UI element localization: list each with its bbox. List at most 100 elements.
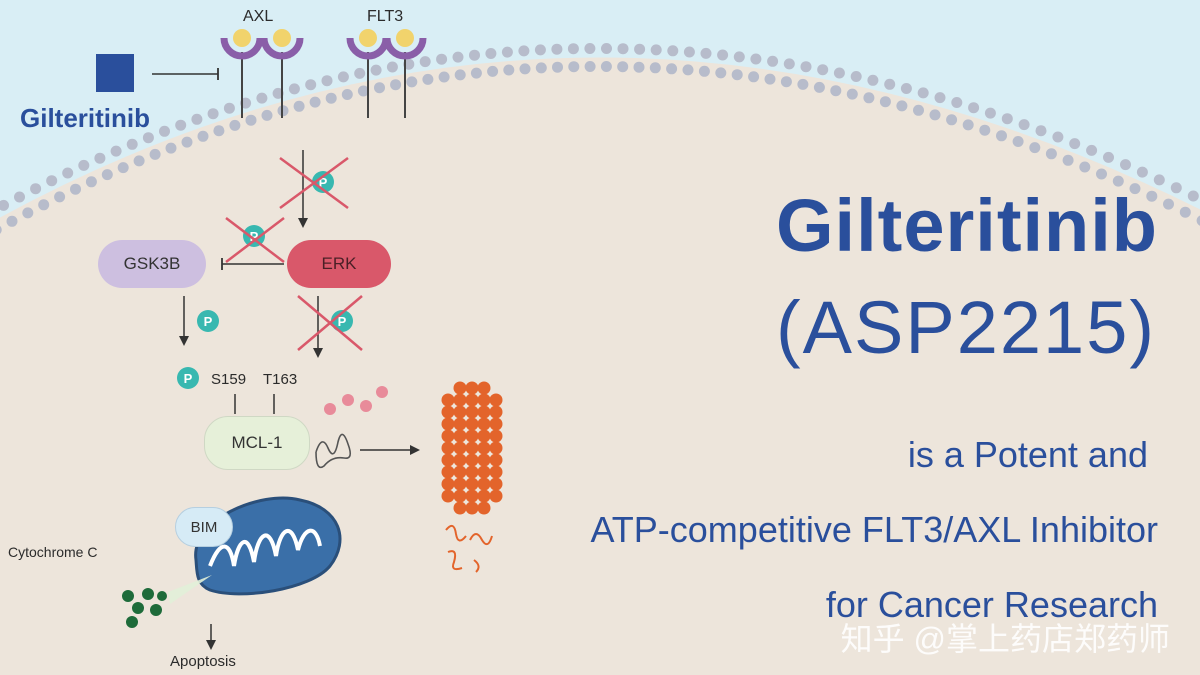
membrane-bead: [229, 119, 241, 131]
membrane-bead: [78, 159, 90, 171]
membrane-bead: [519, 63, 531, 75]
proteasome-subunit: [477, 417, 491, 431]
proteasome-subunit: [441, 405, 455, 419]
membrane-bead: [487, 65, 499, 77]
membrane-bead: [1103, 151, 1114, 163]
proteasome-subunit: [477, 501, 491, 515]
membrane-bead: [85, 176, 97, 188]
axl-label: AXL: [243, 8, 274, 25]
membrane-bead: [1096, 168, 1107, 180]
membrane-bead: [1196, 215, 1200, 226]
membrane-bead: [846, 88, 858, 100]
membrane-bead: [800, 61, 812, 73]
membrane-bead: [1069, 138, 1081, 150]
membrane-bead: [1045, 148, 1057, 160]
membrane-bead: [884, 78, 896, 90]
membrane-bead: [863, 92, 875, 104]
phospho-dot: [177, 367, 199, 389]
membrane-bead: [767, 55, 779, 67]
s159-site-label: S159: [211, 371, 247, 388]
t163-site-label: T163: [263, 371, 298, 388]
membrane-bead: [0, 225, 2, 234]
membrane-bead: [261, 109, 273, 121]
proteasome-subunit: [465, 405, 479, 419]
membrane-bead: [357, 85, 369, 97]
membrane-bead: [601, 43, 612, 54]
membrane-bead: [38, 199, 50, 211]
proteasome-subunit: [453, 465, 467, 479]
proteasome-subunit: [465, 441, 479, 455]
cell-membrane: [0, 43, 1200, 234]
membrane-bead: [867, 74, 879, 86]
membrane-bead: [667, 45, 679, 57]
proteasome-subunit: [489, 465, 503, 479]
membrane-bead: [617, 61, 629, 73]
watermark: 知乎 @掌上药店郑药师: [840, 621, 1170, 657]
proteasome-subunit: [453, 417, 467, 431]
membrane-bead: [780, 76, 792, 88]
proteasome-subunit: [441, 429, 455, 443]
membrane-bead: [535, 62, 547, 74]
membrane-bead: [438, 71, 450, 83]
membrane-bead: [30, 183, 42, 195]
membrane-bead: [419, 56, 431, 68]
headline-line-2: ATP-competitive FLT3/AXL Inhibitor: [590, 509, 1158, 550]
membrane-bead: [94, 152, 106, 164]
membrane-bead: [1052, 131, 1064, 143]
membrane-bead: [552, 61, 563, 73]
proteasome-subunit: [477, 429, 491, 443]
proteasome-subunit: [453, 441, 467, 455]
proteasome-subunit: [489, 441, 503, 455]
proteasome-subunit: [453, 489, 467, 503]
membrane-bead: [6, 215, 18, 227]
membrane-bead: [1170, 182, 1182, 194]
membrane-bead: [896, 100, 908, 112]
proteasome-subunit: [453, 393, 467, 407]
membrane-bead: [117, 162, 129, 174]
membrane-bead: [1163, 198, 1174, 210]
proteasome-subunit: [477, 477, 491, 491]
membrane-bead: [1001, 113, 1013, 125]
membrane-bead: [913, 104, 924, 116]
membrane-bead: [469, 49, 480, 61]
membrane-bead: [501, 46, 513, 58]
degraded-mcl1: [315, 433, 352, 469]
membrane-bead: [797, 78, 809, 90]
membrane-bead: [996, 130, 1007, 142]
membrane-bead: [1012, 136, 1024, 147]
proteasome-subunit: [453, 429, 467, 443]
membrane-bead: [813, 81, 825, 93]
membrane-bead: [454, 69, 466, 81]
membrane-bead: [354, 67, 366, 79]
cytochrome-c-dots: [122, 588, 167, 628]
proteasome-subunit: [489, 429, 503, 443]
proteasome-subunit: [477, 453, 491, 467]
proteasome-subunit: [441, 465, 455, 479]
proteasome: [441, 381, 503, 515]
headline-line-1: is a Potent and: [907, 434, 1148, 475]
membrane-bead: [142, 132, 154, 144]
membrane-bead: [817, 64, 829, 76]
membrane-bead: [14, 191, 25, 203]
proteasome-subunit: [489, 453, 503, 467]
membrane-bead: [485, 48, 497, 59]
membrane-bead: [650, 44, 662, 56]
proteasome-subunit: [477, 405, 491, 419]
membrane-bead: [979, 124, 991, 136]
proteasome-subunit: [441, 441, 455, 455]
membrane-bead: [386, 61, 398, 73]
membrane-bead: [1179, 206, 1191, 218]
membrane-bead: [951, 97, 963, 108]
proteasome-subunit: [477, 393, 491, 407]
membrane-bead: [698, 65, 710, 77]
membrane-bead: [197, 130, 209, 142]
proteasome-subunit: [489, 393, 503, 407]
phospho-dot: [197, 310, 219, 332]
membrane-bead: [390, 79, 402, 91]
membrane-bead: [984, 107, 996, 119]
membrane-bead: [321, 75, 333, 87]
proteasome-subunit: [465, 393, 479, 407]
membrane-bead: [1112, 175, 1124, 187]
membrane-bead: [731, 69, 743, 81]
